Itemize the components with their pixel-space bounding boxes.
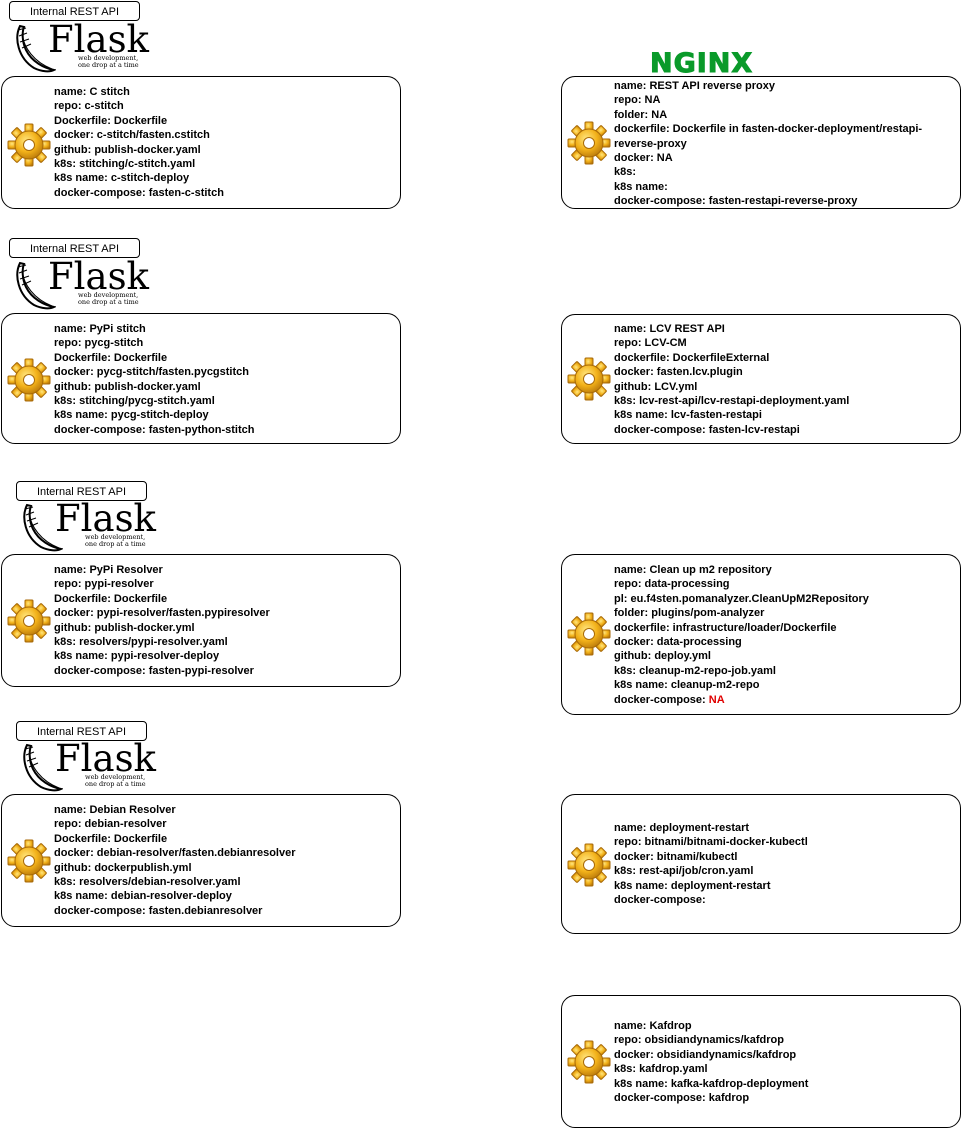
service-card-cleanup-m2-repository: name: Clean up m2 repository repo: data-… [561, 554, 961, 715]
internal-rest-api-label: Internal REST API [9, 238, 140, 258]
service-card-kafdrop: name: Kafdrop repo: obsidiandynamics/kaf… [561, 995, 961, 1128]
gear-icon [567, 843, 611, 887]
gear-icon [567, 121, 611, 165]
gear-icon [567, 357, 611, 401]
flask-wordmark: Flask [48, 255, 149, 298]
flask-logo: Flask web development, one drop at a tim… [12, 257, 152, 311]
flask-tagline: web development, one drop at a time [85, 773, 146, 788]
flask-tagline: web development, one drop at a time [78, 54, 139, 69]
gear-icon [567, 612, 611, 656]
service-card-c-stitch: name: C stitch repo: c-stitch Dockerfile… [1, 76, 401, 209]
card-text: name: PyPi stitch repo: pycg-stitch Dock… [54, 323, 255, 436]
card-text: name: REST API reverse proxy repo: NA fo… [614, 80, 923, 208]
service-card-pypi-stitch: name: PyPi stitch repo: pycg-stitch Dock… [1, 313, 401, 444]
internal-rest-api-label: Internal REST API [16, 481, 147, 501]
flask-logo: Flask web development, one drop at a tim… [19, 739, 159, 793]
gear-icon [7, 839, 51, 883]
gear-icon [7, 358, 51, 402]
flask-wordmark: Flask [55, 737, 156, 780]
gear-icon [567, 1040, 611, 1084]
flask-tagline: web development, one drop at a time [78, 291, 139, 306]
flask-logo: Flask web development, one drop at a tim… [19, 499, 159, 553]
flask-wordmark: Flask [55, 497, 156, 540]
internal-rest-api-label: Internal REST API [16, 721, 147, 741]
flask-tagline: web development, one drop at a time [85, 533, 146, 548]
internal-rest-api-label: Internal REST API [9, 1, 140, 21]
card-text: name: C stitch repo: c-stitch Dockerfile… [54, 86, 224, 199]
flask-horn-icon [16, 261, 56, 310]
service-card-deployment-restart: name: deployment-restart repo: bitnami/b… [561, 794, 961, 934]
service-card-restapi-reverse-proxy: name: REST API reverse proxy repo: NA fo… [561, 76, 961, 209]
na-highlight: NA [708, 693, 725, 706]
card-text: name: Kafdrop repo: obsidiandynamics/kaf… [614, 1020, 809, 1105]
flask-horn-icon [16, 24, 56, 73]
flask-wordmark: Flask [48, 18, 149, 61]
flask-logo: Flask web development, one drop at a tim… [12, 20, 152, 74]
gear-icon [7, 599, 51, 643]
card-text: name: Debian Resolver repo: debian-resol… [54, 804, 296, 917]
service-card-debian-resolver: name: Debian Resolver repo: debian-resol… [1, 794, 401, 927]
flask-horn-icon [23, 503, 63, 552]
gear-icon [7, 123, 51, 167]
card-text: name: PyPi Resolver repo: pypi-resolver … [54, 564, 270, 677]
nginx-logo: NGINX [650, 48, 754, 79]
service-card-lcv-rest-api: name: LCV REST API repo: LCV-CM dockerfi… [561, 314, 961, 444]
card-text: name: deployment-restart repo: bitnami/b… [614, 822, 808, 907]
service-card-pypi-resolver: name: PyPi Resolver repo: pypi-resolver … [1, 554, 401, 687]
flask-horn-icon [23, 743, 63, 792]
card-text: name: LCV REST API repo: LCV-CM dockerfi… [614, 323, 850, 436]
card-text: name: Clean up m2 repository repo: data-… [614, 564, 869, 706]
